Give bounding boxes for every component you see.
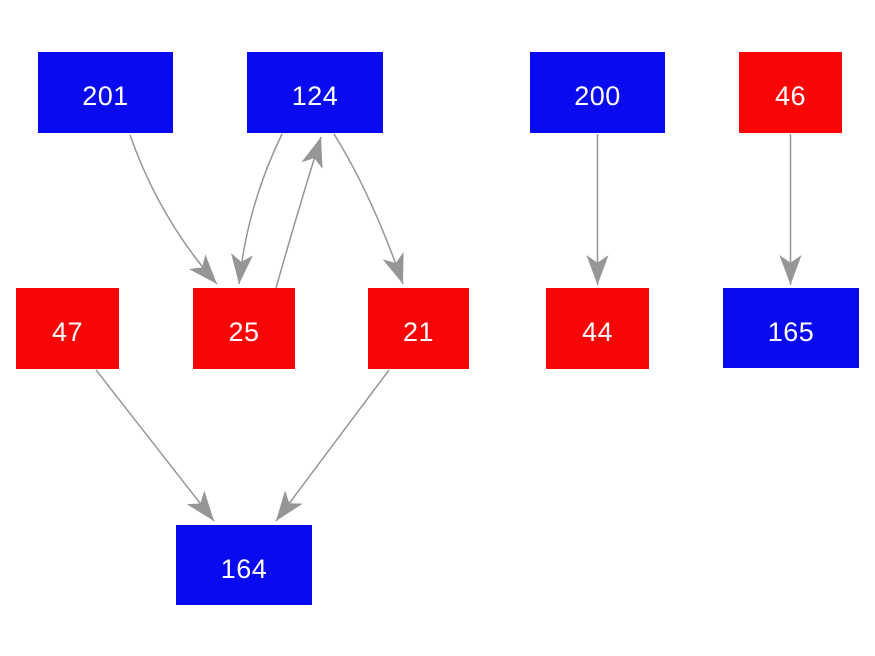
edge-47-164 [95,369,215,522]
edge-25-124 [275,136,323,289]
edge-124-21 [333,133,404,285]
node-label-44: 44 [581,317,614,347]
node-label-124: 124 [291,81,339,111]
node-200[interactable]: 200 [530,52,665,133]
edge-201-25 [129,134,218,285]
node-label-47: 47 [51,317,84,347]
edge-124-25 [231,133,283,285]
node-47[interactable]: 47 [16,288,119,369]
node-46[interactable]: 46 [739,52,842,133]
node-label-165: 165 [767,316,815,347]
node-164[interactable]: 164 [176,525,312,605]
node-label-21: 21 [402,317,435,347]
node-label-201: 201 [82,81,129,111]
node-label-200: 200 [574,81,621,111]
node-label-46: 46 [774,81,807,111]
edges-group [95,133,802,522]
node-124[interactable]: 124 [247,52,383,133]
node-label-25: 25 [228,317,260,347]
node-label-164: 164 [220,553,268,584]
node-165[interactable]: 165 [723,288,859,368]
edge-21-164 [275,369,390,522]
node-44[interactable]: 44 [546,288,649,369]
node-21[interactable]: 21 [368,288,469,369]
node-25[interactable]: 25 [193,288,295,369]
node-201[interactable]: 201 [38,52,173,133]
